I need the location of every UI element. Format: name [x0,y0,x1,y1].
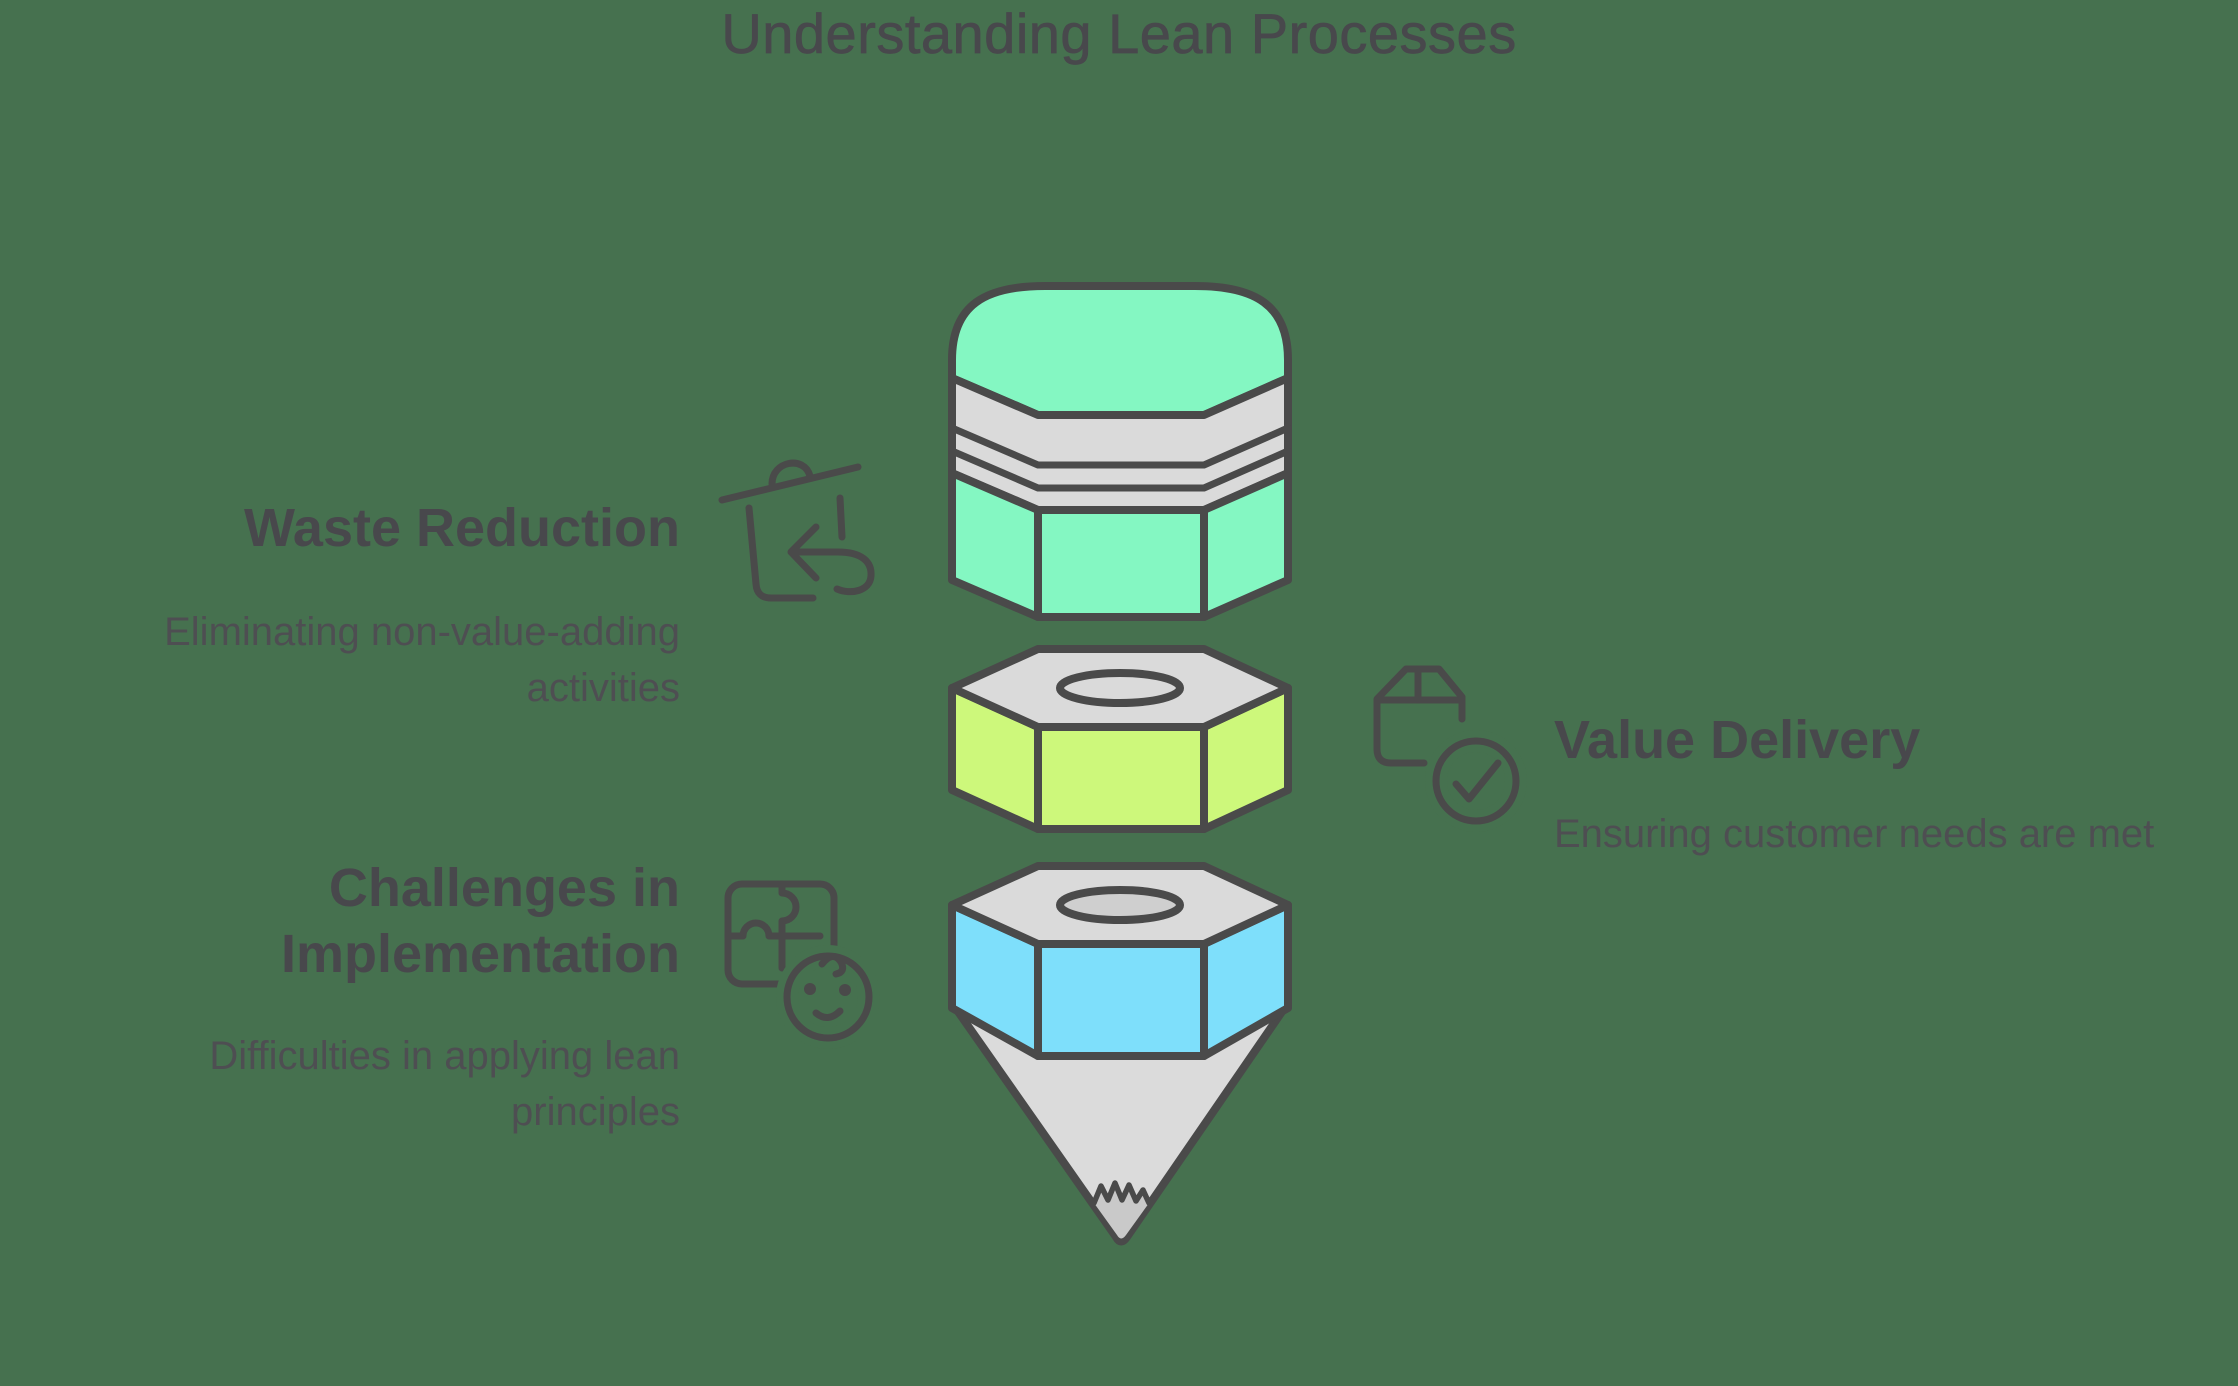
face-right-eye [839,984,851,996]
trash-handle [768,459,814,488]
puzzle-horizontal-seam [724,919,824,940]
trash-can-right-wall [836,494,846,541]
ferrule-stripe-1 [948,424,1292,469]
trash-restore-icon [718,459,875,602]
challenges-description: Difficulties in applying lean principles [209,1034,680,1134]
page-title: Understanding Lean Processes [721,2,1517,66]
face-smile [812,1007,844,1021]
check-mark [1452,759,1502,803]
package-check-icon [1373,665,1527,832]
trash-can-body [745,504,817,602]
blue-nut-hole [1056,886,1184,924]
face-hair-curl [818,953,847,978]
restore-arrow-tail [793,548,875,596]
face-left-eye [804,983,816,995]
puzzle-vertical-seam [778,880,800,972]
value-delivery-description: Ensuring customer needs are met [1554,812,2155,856]
pencil-segment-eraser [948,282,1292,621]
eraser-dome [948,282,1292,419]
pencil-segment-blue-nut [948,862,1292,1060]
cone-body [948,999,1292,1246]
check-circle [1432,737,1520,825]
lime-nut-hole [1056,669,1184,707]
challenges-heading: Challenges in Implementation [280,858,680,984]
waste-reduction-description: Eliminating non-value-adding activities [164,610,680,710]
waste-reduction-heading: Waste Reduction [243,498,680,558]
restore-arrow-head [787,523,820,582]
graphite-tip [1094,1183,1149,1239]
trash-lid-line [718,463,862,504]
pencil-segment-lime-nut [948,645,1292,833]
ferrule-stripe-2 [948,447,1292,492]
pencil-tip-cone [948,999,1292,1246]
puzzle-face-icon [724,880,880,1049]
value-delivery-heading: Value Delivery [1554,710,1921,770]
tip-zigzag-line [1091,1180,1152,1206]
